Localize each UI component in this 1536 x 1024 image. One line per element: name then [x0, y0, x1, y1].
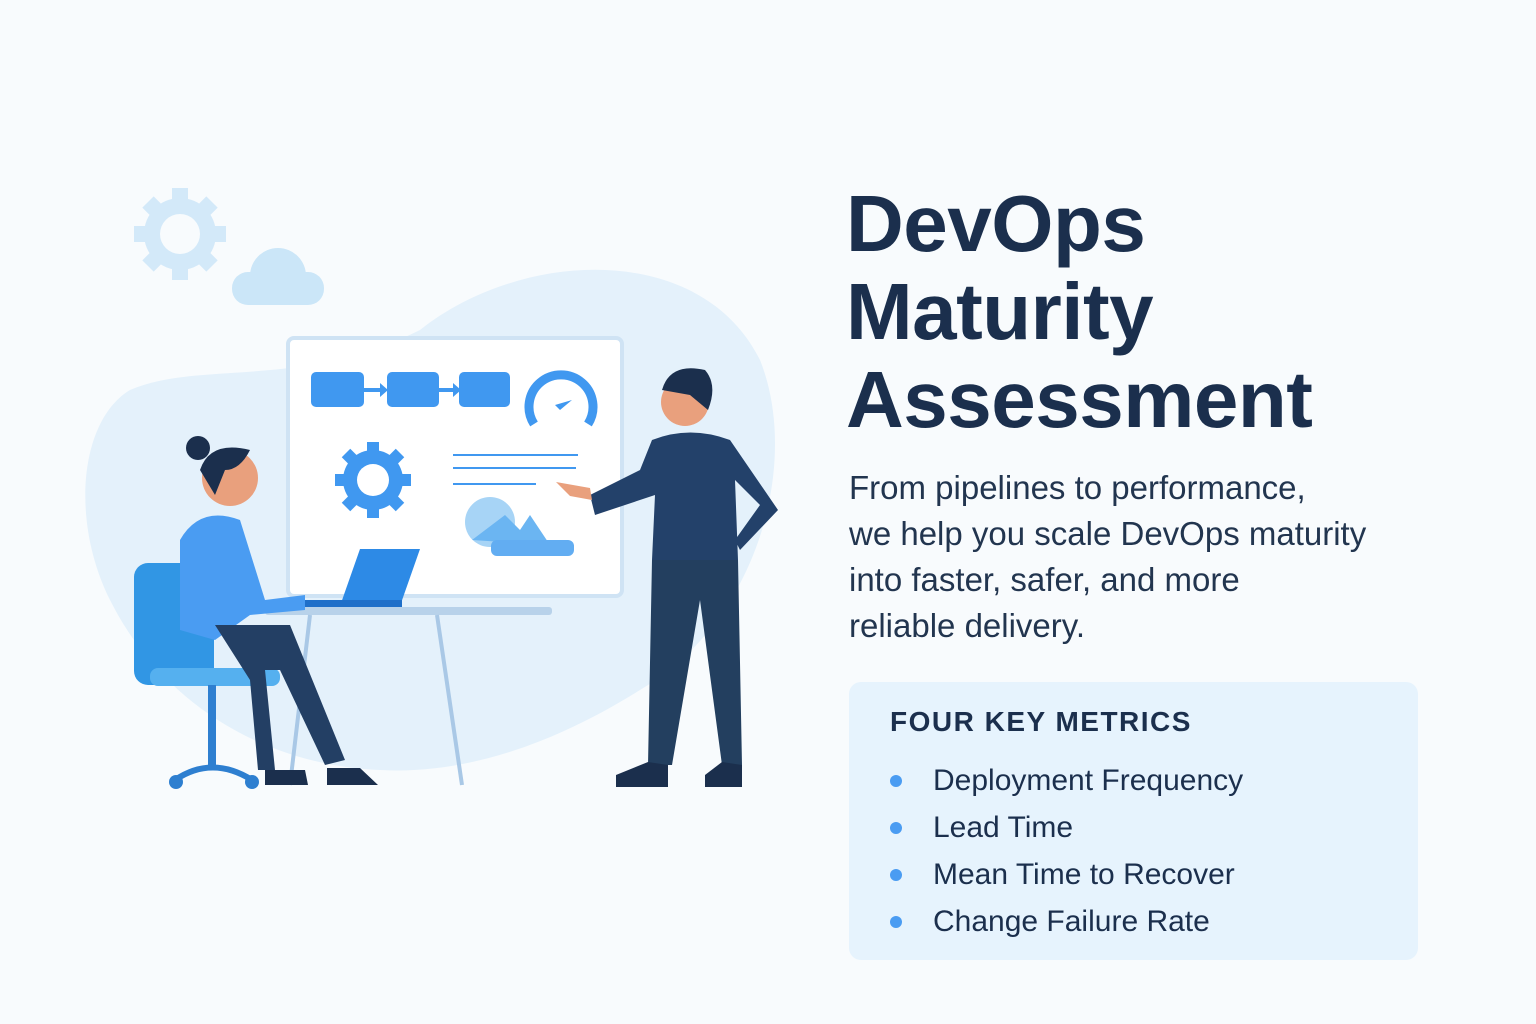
- devops-illustration: [85, 188, 778, 789]
- bullet-icon: [890, 774, 902, 787]
- metric-label: Change Failure Rate: [933, 904, 1210, 938]
- seated-person: [134, 436, 378, 789]
- subtitle-line: reliable delivery.: [849, 607, 1085, 644]
- list-item: Change Failure Rate: [890, 898, 1243, 945]
- subtitle-line: we help you scale DevOps maturity: [849, 515, 1367, 552]
- subtitle: From pipelines to performance, we help y…: [849, 465, 1449, 649]
- metrics-list: Deployment Frequency Lead Time Mean Time…: [890, 757, 1243, 945]
- bullet-icon: [890, 915, 902, 928]
- metric-label: Lead Time: [933, 810, 1074, 844]
- title-line: Assessment: [846, 355, 1313, 444]
- page-title: DevOps Maturity Assessment: [846, 179, 1313, 444]
- list-item: Deployment Frequency: [890, 757, 1243, 804]
- list-item: Lead Time: [890, 804, 1243, 851]
- bullet-icon: [890, 868, 902, 881]
- subtitle-line: From pipelines to performance,: [849, 469, 1306, 506]
- metrics-heading: FOUR KEY METRICS: [890, 706, 1192, 737]
- metric-label: Mean Time to Recover: [933, 857, 1235, 891]
- list-item: Mean Time to Recover: [890, 851, 1243, 898]
- cloud-icon: [232, 248, 324, 305]
- metrics-panel: FOUR KEY METRICS Deployment Frequency Le…: [849, 682, 1418, 960]
- desk: [265, 607, 552, 786]
- presenting-person: [556, 368, 778, 787]
- laptop-icon: [300, 549, 420, 607]
- whiteboard: [286, 336, 624, 598]
- board-gear-icon: [335, 442, 411, 518]
- title-line: DevOps: [846, 179, 1146, 268]
- gauge-icon: [524, 370, 598, 427]
- gear-icon: [134, 188, 226, 280]
- title-line: Maturity: [846, 267, 1154, 356]
- bullet-icon: [890, 821, 902, 834]
- metric-label: Deployment Frequency: [933, 763, 1244, 797]
- subtitle-line: into faster, safer, and more: [849, 561, 1240, 598]
